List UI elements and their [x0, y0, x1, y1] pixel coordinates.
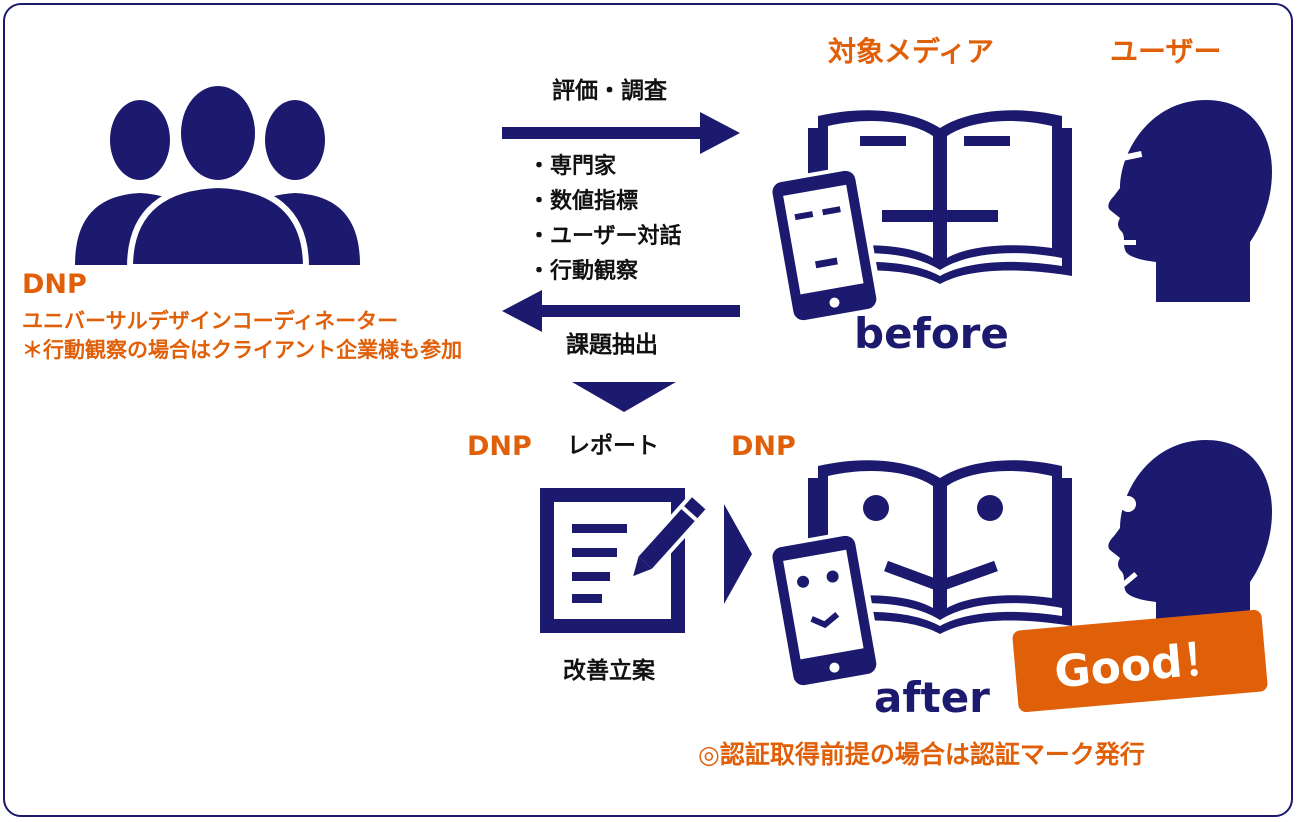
coordinator-label: ユニバーサルデザインコーディネーター — [22, 309, 399, 333]
user-label: ユーザー — [1110, 35, 1222, 68]
open-book-icon — [808, 460, 1072, 634]
note-label: ＊行動観察の場合はクライアント企業様も参加 — [22, 338, 463, 362]
method-item: ・数値指標 — [528, 189, 639, 214]
diagram-frame — [3, 3, 1293, 817]
method-item: ・専門家 — [528, 154, 617, 179]
right-arrow-icon — [502, 112, 740, 154]
user-head-icon — [1108, 440, 1272, 642]
tablet-icon — [766, 166, 883, 325]
after-label: after — [874, 673, 990, 722]
issues-label: 課題抽出 — [566, 332, 658, 358]
tablet-icon — [766, 531, 883, 690]
report-pen-icon — [540, 488, 712, 633]
report-label: レポート — [567, 433, 659, 459]
dnp-label: DNP — [22, 269, 87, 300]
report-dnp-label: DNP — [467, 431, 532, 462]
method-item: ・行動観察 — [528, 259, 639, 284]
good-label: Good！ — [1052, 632, 1229, 699]
down-triangle-icon — [572, 382, 676, 412]
method-item: ・ユーザー対話 — [528, 224, 682, 249]
evaluation-label: 評価・調査 — [552, 78, 667, 104]
user-head-icon — [1108, 100, 1272, 302]
target-media-label: 対象メディア — [828, 35, 995, 68]
after-dnp-label: DNP — [731, 431, 796, 462]
before-label: before — [854, 309, 1009, 358]
right-chevron-icon — [724, 504, 752, 604]
people-group-icon — [75, 80, 360, 270]
left-arrow-icon — [502, 290, 740, 332]
certification-note: ◎認証取得前提の場合は認証マーク発行 — [698, 740, 1145, 769]
improvement-label: 改善立案 — [563, 658, 655, 684]
